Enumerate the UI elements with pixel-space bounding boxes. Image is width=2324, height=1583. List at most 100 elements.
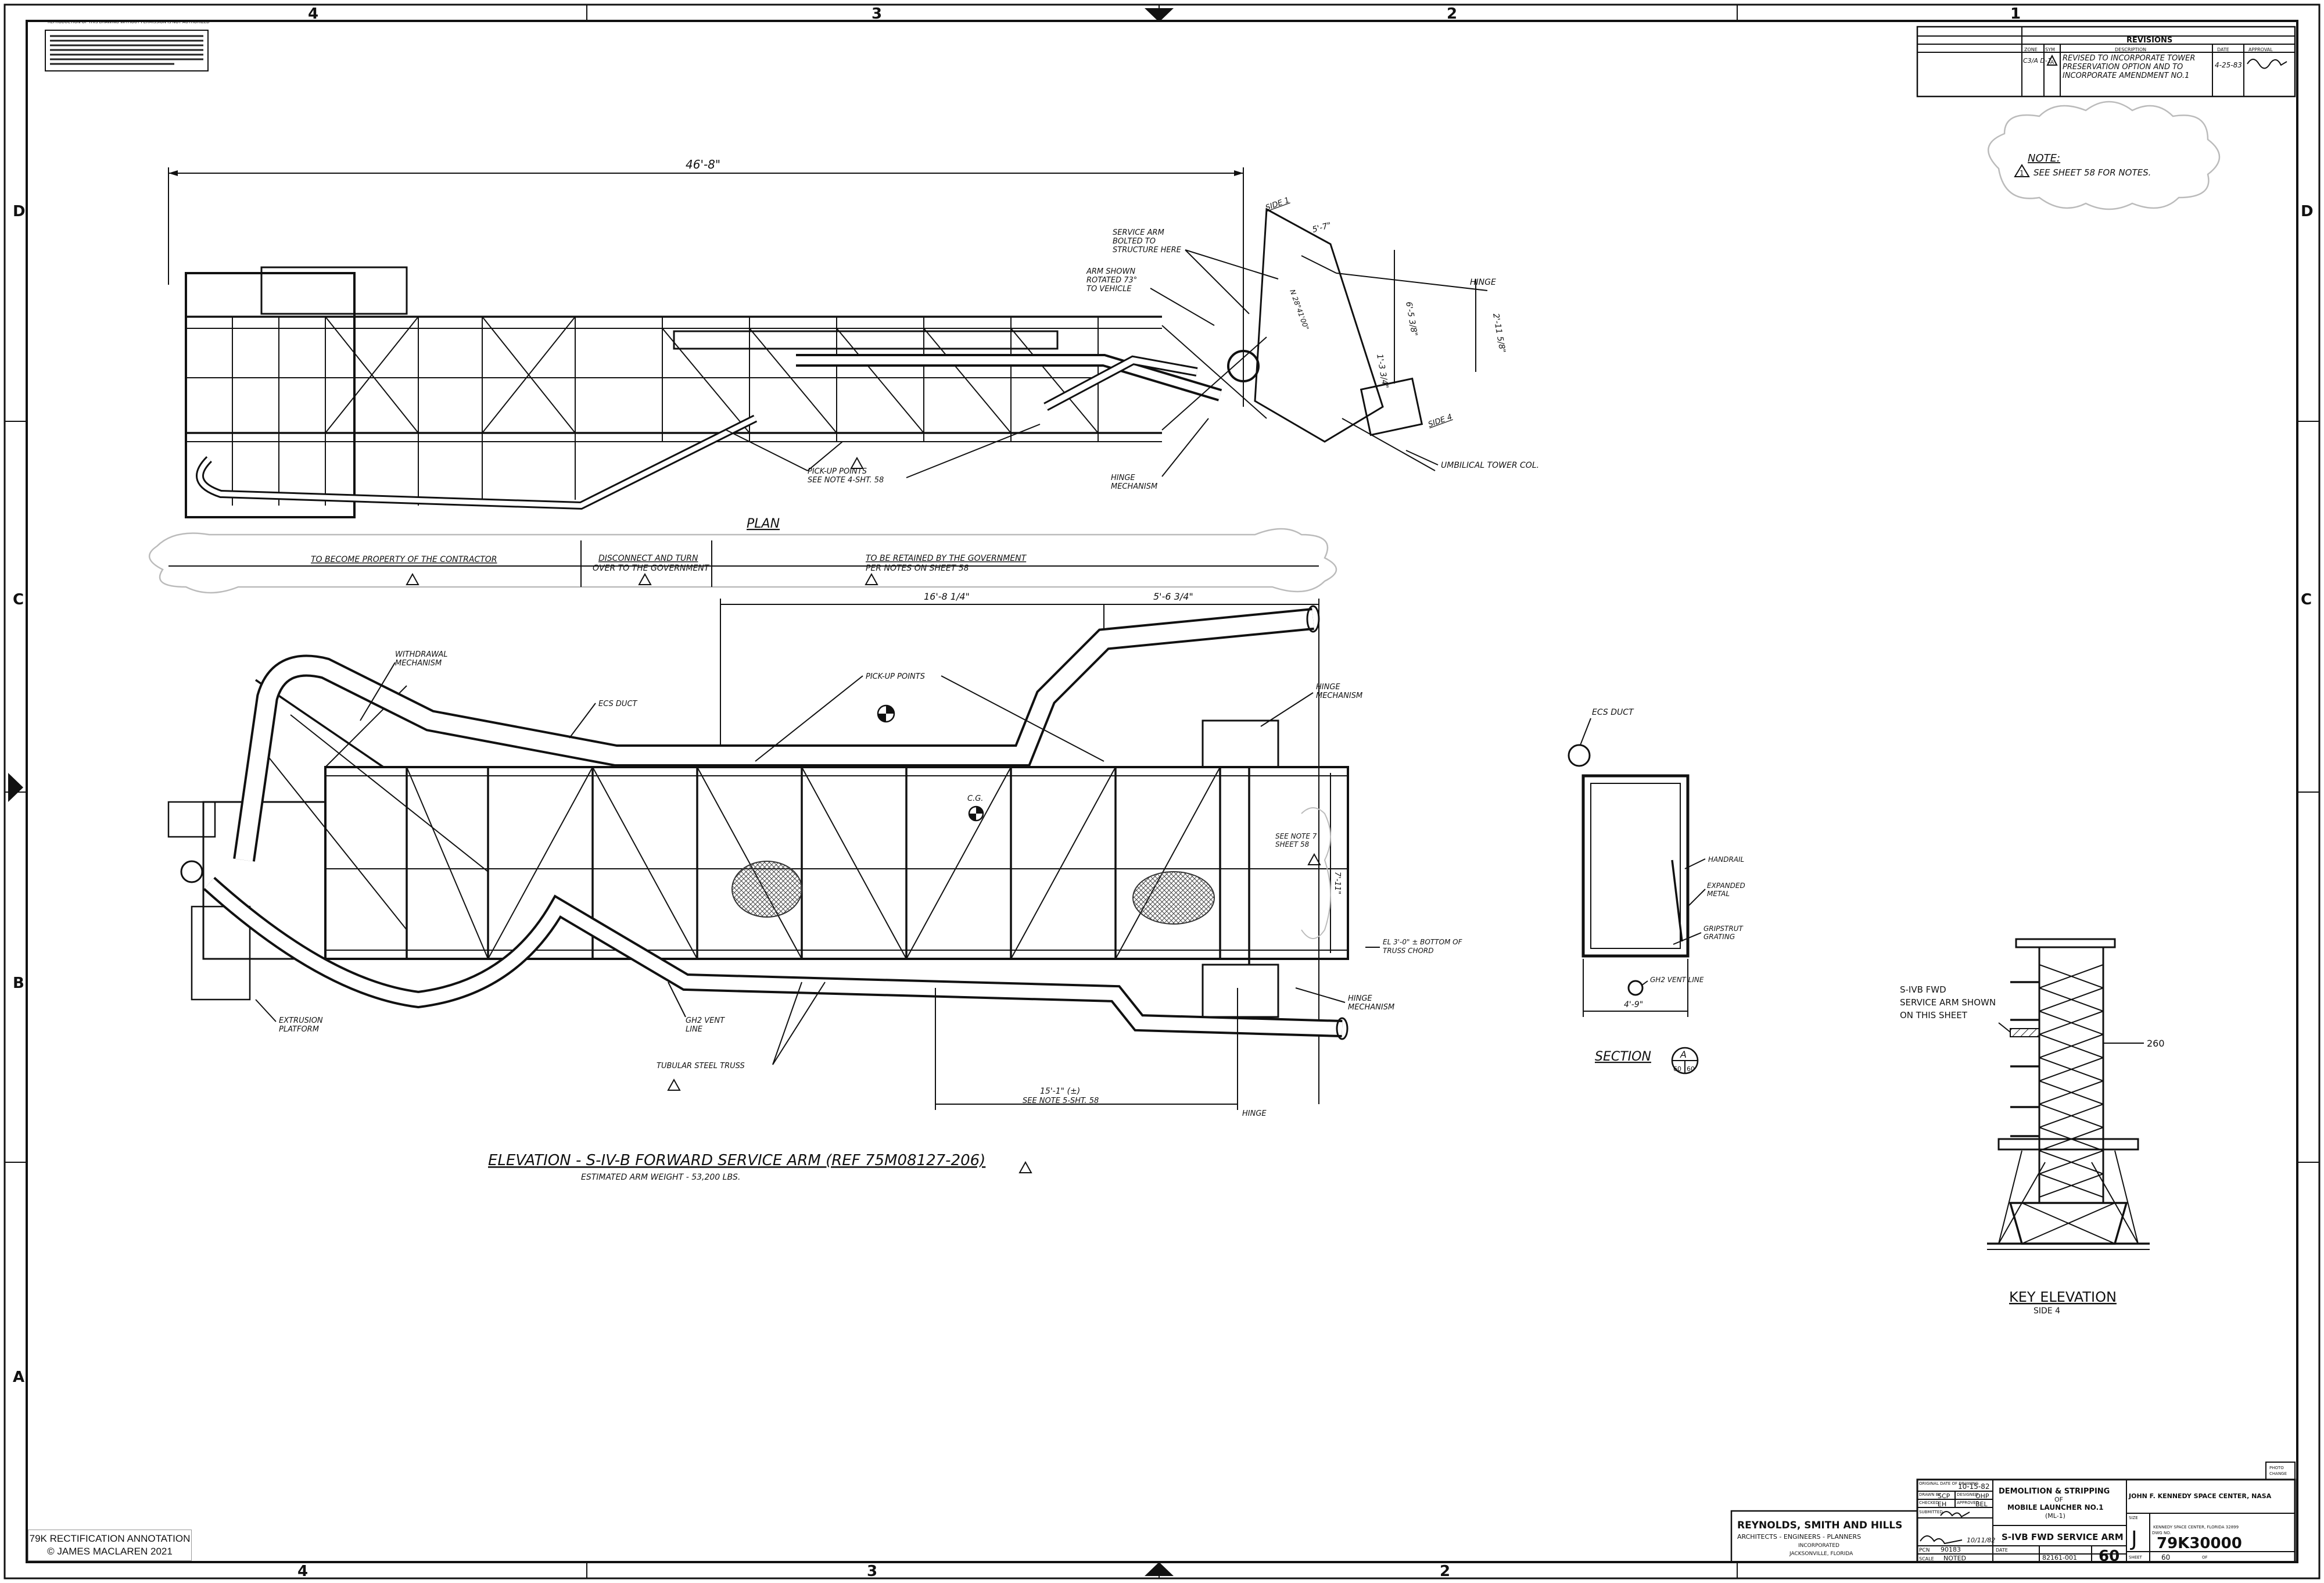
plan-overall-dim: 46'-8" <box>686 157 720 171</box>
plan-pickup-2: SEE NOTE 4-SHT. 58 <box>808 476 884 485</box>
rectification-credit: 79K RECTIFICATION ANNOTATION © JAMES MAC… <box>28 1530 192 1561</box>
of-label: OF <box>2202 1555 2208 1560</box>
key-arm-highlight <box>2010 1028 2040 1037</box>
approval-signature <box>1920 1535 1963 1545</box>
plan-umbilical-label: UMBILICAL TOWER COL. <box>1441 461 1539 470</box>
date-label: DATE <box>1996 1548 2008 1553</box>
zone-bottom-2: 2 <box>1440 1563 1450 1580</box>
plan-hinge-mech-1: HINGE <box>1111 474 1135 482</box>
sheet-border <box>3 3 2321 1580</box>
revisions-header: REVISIONS <box>2126 36 2172 45</box>
elevation-title: ELEVATION - S-IV-B FORWARD SERVICE ARM (… <box>488 1152 985 1169</box>
elev-tubular: TUBULAR STEEL TRUSS <box>657 1062 745 1070</box>
checked-by: EH <box>1938 1500 1946 1508</box>
triangle-icon-b <box>638 572 652 585</box>
elev-see-note-2: SHEET 58 <box>1275 840 1310 848</box>
section-ecs-duct: ECS DUCT <box>1592 708 1634 717</box>
plan-callout-rotated-1: ARM SHOWN <box>1086 267 1135 276</box>
disposition-disconnect-1: DISCONNECT AND TURN <box>598 554 698 563</box>
elev-hinge-mech-1: HINGE <box>1316 683 1340 692</box>
note-cloud: NOTE: 1 SEE SHEET 58 FOR NOTES. <box>1988 101 2221 210</box>
pcn-label: PCN <box>1919 1548 1930 1553</box>
elev-dim-right: 7'-11" <box>1333 872 1342 894</box>
photo-label-1: PHOTO <box>2269 1466 2284 1470</box>
zone-side-d: D <box>13 203 26 220</box>
elev-gh2-vent-2: LINE <box>686 1025 703 1034</box>
revisions-block: REVISIONS ZONE SYM DESCRIPTION DATE APPR… <box>1916 26 2296 98</box>
zone-labels: 4 3 2 1 4 3 2 D C B A D C <box>13 5 2314 1580</box>
firm-name: REYNOLDS, SMITH AND HILLS <box>1737 1520 1902 1531</box>
zone-right-d: D <box>2301 203 2314 220</box>
zone-side-a: A <box>13 1369 24 1386</box>
section-grip-1: GRIPSTRUT <box>1703 925 1744 933</box>
project-line-2: OF <box>2054 1496 2063 1503</box>
elev-pickup: PICK-UP POINTS <box>866 672 925 681</box>
elev-hinge-mech-2: MECHANISM <box>1316 692 1362 700</box>
elev-rev-triangle-icon <box>667 1078 681 1091</box>
designed-by: OHP <box>1975 1492 1989 1500</box>
notice-text: REPRODUCTION OF THIS DRAWING WITHOUT PER… <box>48 20 210 24</box>
disposition-retained-1: TO BE RETAINED BY THE GOVERNMENT <box>866 554 1027 563</box>
plan-dim-b: 6'-5 3/8" <box>1404 301 1419 337</box>
disposition-strip: TO BECOME PROPERTY OF THE CONTRACTOR DIS… <box>148 528 1337 594</box>
section-title: SECTION <box>1595 1050 1651 1064</box>
plan-dim-d: 1'-3 3/4" <box>1375 353 1390 389</box>
elev-see-note-1: SEE NOTE 7 <box>1275 832 1317 840</box>
dwg-label: DWG NO. <box>2152 1531 2171 1535</box>
elev-dim-bottom-1: 15'-1" (±) <box>1040 1087 1080 1096</box>
elev-hinge-bottom: HINGE <box>1242 1109 1267 1118</box>
key-label-1: S-IVB FWD <box>1900 984 1946 995</box>
key-elevation: S-IVB FWD SERVICE ARM SHOWN ON THIS SHEE… <box>1900 938 2165 1316</box>
section-width: 4'-9" <box>1624 1000 1643 1009</box>
plan-rev-triangle-icon <box>850 456 864 469</box>
section-handrail: HANDRAIL <box>1708 855 1744 864</box>
zone-right-c: C <box>2301 591 2312 608</box>
project-line-3: MOBILE LAUNCHER NO.1 <box>2007 1503 2103 1512</box>
key-title: KEY ELEVATION <box>2009 1289 2117 1305</box>
scale-value: NOTED <box>1943 1555 1966 1562</box>
section-gh2: GH2 VENT LINE <box>1650 976 1704 984</box>
elev-title-triangle-icon <box>1018 1161 1032 1173</box>
plan-view: 46'-8" <box>168 157 1539 531</box>
plan-callout-service-1: SERVICE ARM <box>1113 228 1164 237</box>
plan-title: PLAN <box>747 517 780 531</box>
plan-hinge-mech-2: MECHANISM <box>1111 482 1157 491</box>
zone-bottom-3: 3 <box>867 1563 877 1580</box>
submitted-label: SUBMITTED <box>1919 1510 1943 1514</box>
size-label: SIZE <box>2129 1516 2138 1520</box>
key-subtitle: SIDE 4 <box>2033 1306 2060 1316</box>
triangle-icon-c <box>865 572 878 585</box>
dwg-number: 79K30000 <box>2157 1535 2242 1552</box>
orig-date-label: ORIGINAL DATE OF DRAWING <box>1919 1481 1978 1486</box>
plan-callout-rotated-2: ROTATED 73° <box>1086 276 1137 285</box>
plan-angle: N 28°41'00" <box>1288 288 1310 331</box>
rev-desc-3: INCORPORATE AMENDMENT NO.1 <box>2063 71 2189 80</box>
elev-bottom-chord-1: EL 3'-0" ± BOTTOM OF <box>1383 938 1463 946</box>
size-value: J <box>2130 1527 2137 1551</box>
plan-dim-a: 5'-7" <box>1311 221 1332 235</box>
plan-callout-service-3: STRUCTURE HERE <box>1113 246 1182 255</box>
zone-top-1: 1 <box>2010 5 2021 23</box>
title-block: PHOTO CHANGE REYNOLDS, SMITH AND HILLS A… <box>1730 1462 2296 1565</box>
agency-name: JOHN F. KENNEDY SPACE CENTER, NASA <box>2128 1492 2272 1500</box>
plan-hinge-label: HINGE <box>1470 278 1496 287</box>
plan-side-1: SIDE 1 <box>1264 196 1290 213</box>
elevation-view: 16'-8 1/4" 5'-6 3/4" <box>167 591 1463 1182</box>
sheet-number: 60 <box>2161 1553 2170 1561</box>
drawn-label: DRAWN BY <box>1919 1492 1941 1497</box>
note-triangle-icon <box>2014 164 2030 177</box>
plan-callout-service-2: BOLTED TO <box>1113 237 1156 246</box>
signature-date: 10/11/82 <box>1967 1537 1995 1544</box>
section-sheet-ref: 60 <box>1673 1065 1681 1073</box>
rev-approval-signature <box>2247 59 2287 69</box>
section-a: ECS DUCT HANDRAIL EXPANDED METAL GRIPSTR… <box>1568 708 1745 1075</box>
firm-disciplines: ARCHITECTS - ENGINEERS - PLANNERS <box>1737 1533 1861 1541</box>
contract-number: 82161-001 <box>2042 1554 2077 1561</box>
disposition-contractor: TO BECOME PROPERTY OF THE CONTRACTOR <box>311 555 497 564</box>
approved-label: APPROVED <box>1957 1500 1979 1505</box>
section-sheet-ref2: 60 <box>1687 1065 1695 1073</box>
note-title: NOTE: <box>2028 152 2060 164</box>
elev-dim-bottom-2: SEE NOTE 5-SHT. 58 <box>1023 1097 1099 1105</box>
note-text: SEE SHEET 58 FOR NOTES. <box>2033 167 2151 178</box>
